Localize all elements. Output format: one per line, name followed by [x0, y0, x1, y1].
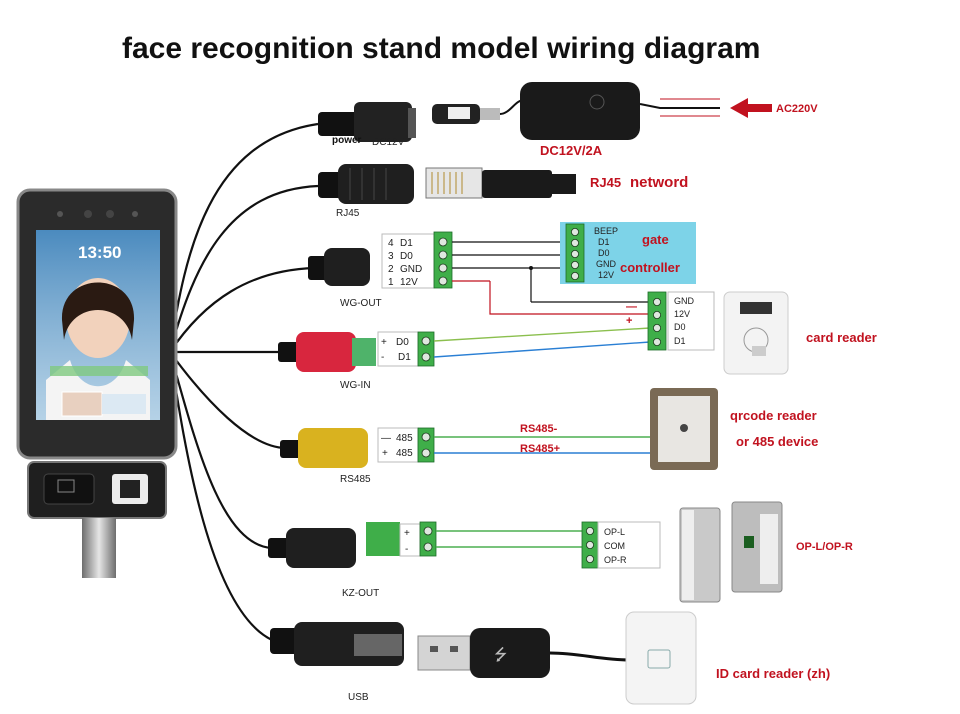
- gate-pin-d1: D1: [598, 237, 610, 247]
- wg-out-pin4-num: 4: [388, 238, 394, 249]
- wg-in-pin2-sign: -: [381, 352, 384, 363]
- power-row: power DC12V DC12V/2A AC220V: [318, 82, 818, 158]
- reader-pin-gnd: GND: [674, 296, 695, 306]
- qrcode-label-1: qrcode reader: [730, 408, 817, 423]
- wg-out-pin2-name: GND: [400, 264, 422, 275]
- rs485-pin1-sign: —: [381, 433, 391, 444]
- turnstile-icon: [679, 501, 783, 603]
- ac220v-label: AC220V: [776, 103, 818, 115]
- rs485-pin1-name: 485: [396, 433, 413, 444]
- kz-out-pin-minus: -: [405, 544, 408, 555]
- qrcode-label-2: or 485 device: [736, 434, 818, 449]
- relay-pin-opl: OP-L: [604, 527, 625, 537]
- gate-label-2: controller: [620, 260, 680, 275]
- usb-icon: ⭍: [494, 645, 507, 664]
- relay-pin-opr: OP-R: [604, 555, 627, 565]
- wg-out-terminal: [433, 231, 453, 289]
- gate-label-1: gate: [642, 232, 669, 247]
- kz-out-row: KZ-OUT + - OP-L COM OP-R OP-L/OP-R: [268, 501, 853, 603]
- wg-out-pin2-num: 2: [388, 264, 394, 275]
- usb-row: USB ⭍ ID card reader (zh): [270, 611, 830, 705]
- rs485-minus-label: RS485-: [520, 423, 558, 435]
- gate-pin-gnd: GND: [596, 259, 617, 269]
- wg-in-minus: —: [626, 301, 637, 313]
- wg-out-pin4-name: D1: [400, 238, 413, 249]
- dc12v-label: DC12V: [372, 137, 405, 148]
- kz-out-pin-plus: +: [404, 528, 410, 539]
- rs485-label: RS485: [340, 474, 371, 485]
- usb-label: USB: [348, 692, 369, 703]
- diagram-title: face recognition stand model wiring diag…: [122, 32, 760, 65]
- rj45-target-a: RJ45: [590, 175, 621, 190]
- wg-out-row: WG-OUT 4 D1 3 D0 2 GND 1 12V BEEP D1 D0 …: [308, 222, 696, 315]
- rj45-row: RJ45 RJ45 netword: [318, 164, 688, 219]
- id-card-reader-label: ID card reader (zh): [716, 666, 830, 681]
- power-label: power: [332, 135, 362, 146]
- rs485-row: RS485 — 485 + 485 RS485- RS485+ qrcode r…: [280, 388, 818, 485]
- device-clock: 13:50: [78, 243, 121, 262]
- wg-in-pin1-sign: +: [381, 337, 387, 348]
- wg-out-pin1-num: 1: [388, 277, 394, 288]
- rs485-plus-label: RS485+: [520, 443, 560, 455]
- reader-pin-d1: D1: [674, 336, 686, 346]
- card-reader-label: card reader: [806, 330, 877, 345]
- wg-out-pin3-num: 3: [388, 251, 394, 262]
- reader-pin-d0: D0: [674, 322, 686, 332]
- rj45-cable-label: RJ45: [336, 208, 360, 219]
- wg-in-plus: +: [626, 315, 632, 327]
- wg-in-label: WG-IN: [340, 380, 371, 391]
- rj45-target-b: netword: [630, 174, 688, 191]
- wg-out-pin3-name: D0: [400, 251, 413, 262]
- adapter-label: DC12V/2A: [540, 143, 603, 158]
- rs485-pin2-name: 485: [396, 448, 413, 459]
- face-terminal: 13:50: [16, 188, 178, 578]
- reader-pin-12v: 12V: [674, 309, 690, 319]
- wg-in-pin2-name: D1: [398, 352, 411, 363]
- rs485-pin2-sign: +: [382, 448, 388, 459]
- gate-pin-12v: 12V: [598, 270, 614, 280]
- id-card-reader-device: [625, 611, 697, 705]
- kz-out-label: KZ-OUT: [342, 588, 379, 599]
- wg-in-pin1-name: D0: [396, 337, 409, 348]
- relay-pin-com: COM: [604, 541, 625, 551]
- wg-out-label: WG-OUT: [340, 298, 382, 309]
- turnstile-label: OP-L/OP-R: [796, 541, 853, 553]
- gate-pin-d0: D0: [598, 248, 610, 258]
- gate-pin-beep: BEEP: [594, 226, 618, 236]
- wg-in-row: WG-IN + D0 - D1 — + GND 12V D0 D1 card r…: [278, 291, 877, 391]
- arrow-left-icon: [730, 98, 772, 118]
- wg-out-pin1-name: 12V: [400, 277, 418, 288]
